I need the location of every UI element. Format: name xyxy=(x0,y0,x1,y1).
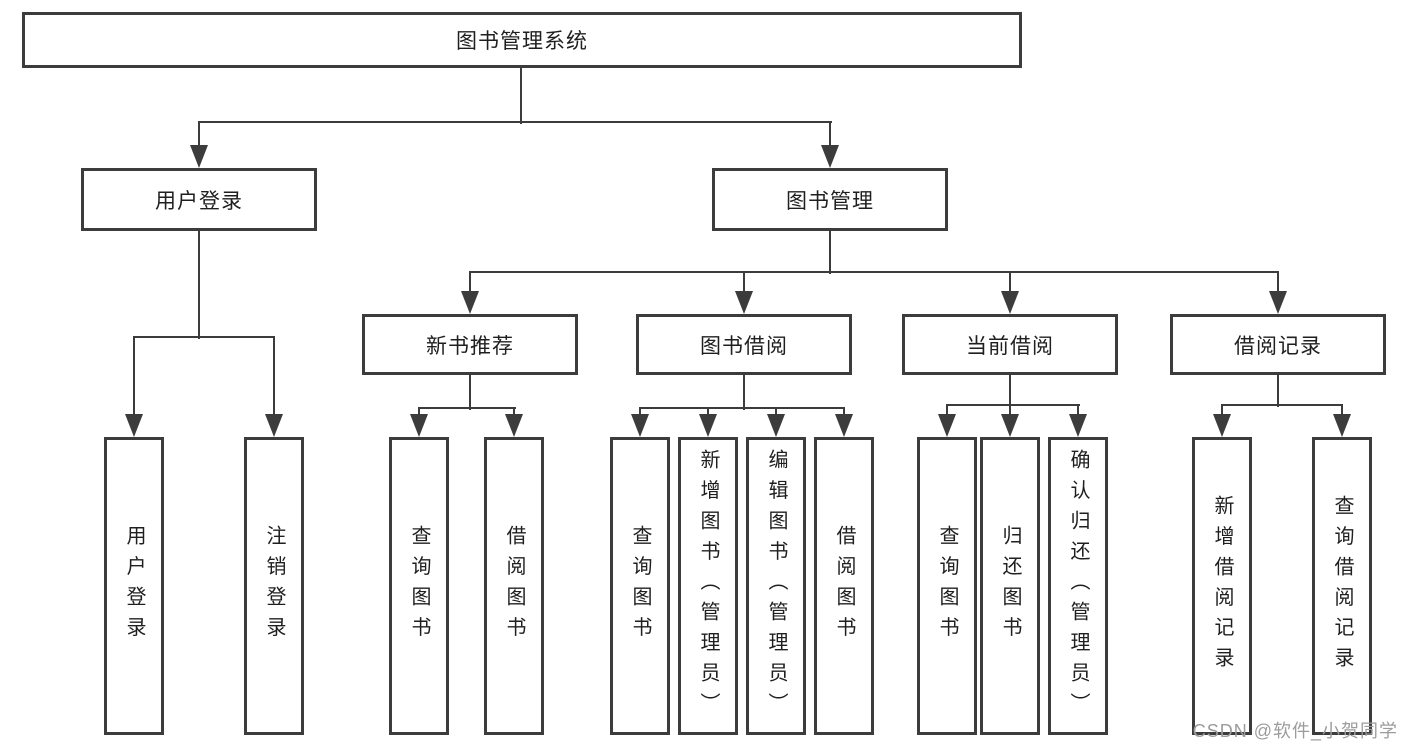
leaf-query-books-borrowing-label: 查询图书 xyxy=(629,525,651,647)
arrow-down-icon xyxy=(461,291,479,314)
arrow-down-icon xyxy=(505,414,523,437)
leaf-query-books-recommend-label: 查询图书 xyxy=(408,525,430,647)
connector-line xyxy=(829,231,831,274)
csdn-watermark: CSDN @软件_小贺同学 xyxy=(1192,721,1398,741)
leaf-borrow-books-recommend-label: 借阅图书 xyxy=(503,525,525,647)
node-library-system-label: 图书管理系统 xyxy=(456,30,588,53)
arrow-down-icon xyxy=(190,145,208,168)
leaf-query-books-current: 查询图书 xyxy=(917,437,977,735)
node-new-book-recommend-label: 新书推荐 xyxy=(426,334,514,358)
arrow-down-icon xyxy=(735,291,753,314)
connector-line xyxy=(1009,405,1011,420)
leaf-logout-login: 注销登录 xyxy=(244,437,304,735)
arrow-down-icon xyxy=(265,414,283,437)
arrow-down-icon xyxy=(1001,414,1019,437)
connector-line xyxy=(829,122,831,152)
connector-line xyxy=(639,407,845,409)
arrow-down-icon xyxy=(1333,414,1351,437)
arrow-down-icon xyxy=(767,414,785,437)
arrow-down-icon xyxy=(410,414,428,437)
connector-line xyxy=(1341,405,1343,420)
connector-line xyxy=(469,272,471,297)
node-book-borrowing: 图书借阅 xyxy=(636,314,852,375)
leaf-logout-login-label: 注销登录 xyxy=(263,525,285,647)
connector-line xyxy=(1077,405,1079,420)
leaf-return-books-label: 归还图书 xyxy=(999,525,1021,647)
arrow-down-icon xyxy=(631,414,649,437)
connector-line xyxy=(469,375,471,410)
connector-line xyxy=(273,337,275,420)
connector-line xyxy=(133,336,275,338)
node-user-login-label: 用户登录 xyxy=(155,189,243,213)
connector-line xyxy=(198,121,832,123)
connector-line xyxy=(133,337,135,420)
connector-line xyxy=(1009,375,1011,407)
leaf-add-borrow-record: 新增借阅记录 xyxy=(1192,437,1252,735)
arrow-down-icon xyxy=(1213,414,1231,437)
leaf-add-books-admin: 新增图书（管理员） xyxy=(678,437,738,735)
connector-line xyxy=(946,405,948,420)
leaf-user-login: 用户登录 xyxy=(104,437,164,735)
arrow-down-icon xyxy=(1001,291,1019,314)
connector-line xyxy=(520,68,522,124)
node-borrowing-records-label: 借阅记录 xyxy=(1234,334,1322,358)
leaf-add-borrow-record-label: 新增借阅记录 xyxy=(1211,494,1233,678)
leaf-borrow-books-label: 借阅图书 xyxy=(833,525,855,647)
leaf-query-books-borrowing: 查询图书 xyxy=(610,437,670,735)
connector-line xyxy=(1221,405,1223,420)
connector-line xyxy=(1009,272,1011,297)
node-new-book-recommend: 新书推荐 xyxy=(362,314,578,375)
leaf-edit-books-admin: 编辑图书（管理员） xyxy=(746,437,806,735)
leaf-confirm-return-admin-label: 确认归还（管理员） xyxy=(1067,449,1089,723)
node-library-system: 图书管理系统 xyxy=(22,12,1022,68)
node-current-borrowing-label: 当前借阅 xyxy=(966,334,1054,358)
connector-line xyxy=(198,122,200,152)
node-user-login: 用户登录 xyxy=(81,168,317,231)
arrow-down-icon xyxy=(821,145,839,168)
leaf-query-borrow-record-label: 查询借阅记录 xyxy=(1331,494,1353,678)
connector-line xyxy=(469,271,1279,273)
connector-line xyxy=(1277,375,1279,407)
connector-line xyxy=(946,404,1080,406)
connector-line xyxy=(743,272,745,297)
arrow-down-icon xyxy=(1069,414,1087,437)
arrow-down-icon xyxy=(699,414,717,437)
leaf-query-books-current-label: 查询图书 xyxy=(936,525,958,647)
arrow-down-icon xyxy=(835,414,853,437)
leaf-user-login-label: 用户登录 xyxy=(123,525,145,647)
leaf-query-borrow-record: 查询借阅记录 xyxy=(1312,437,1372,735)
connector-line xyxy=(418,407,516,409)
node-book-management: 图书管理 xyxy=(712,168,948,231)
node-book-management-label: 图书管理 xyxy=(786,189,874,213)
leaf-confirm-return-admin: 确认归还（管理员） xyxy=(1048,437,1108,735)
leaf-edit-books-admin-label: 编辑图书（管理员） xyxy=(765,449,787,723)
leaf-return-books: 归还图书 xyxy=(980,437,1040,735)
node-borrowing-records: 借阅记录 xyxy=(1170,314,1386,375)
arrow-down-icon xyxy=(1269,291,1287,314)
leaf-add-books-admin-label: 新增图书（管理员） xyxy=(697,449,719,723)
connector-line xyxy=(743,375,745,410)
leaf-borrow-books-recommend: 借阅图书 xyxy=(484,437,544,735)
leaf-borrow-books: 借阅图书 xyxy=(814,437,874,735)
node-book-borrowing-label: 图书借阅 xyxy=(700,334,788,358)
connector-line xyxy=(1221,404,1343,406)
connector-line xyxy=(198,231,200,339)
arrow-down-icon xyxy=(938,414,956,437)
leaf-query-books-recommend: 查询图书 xyxy=(389,437,449,735)
arrow-down-icon xyxy=(125,414,143,437)
connector-line xyxy=(1277,272,1279,297)
node-current-borrowing: 当前借阅 xyxy=(902,314,1118,375)
